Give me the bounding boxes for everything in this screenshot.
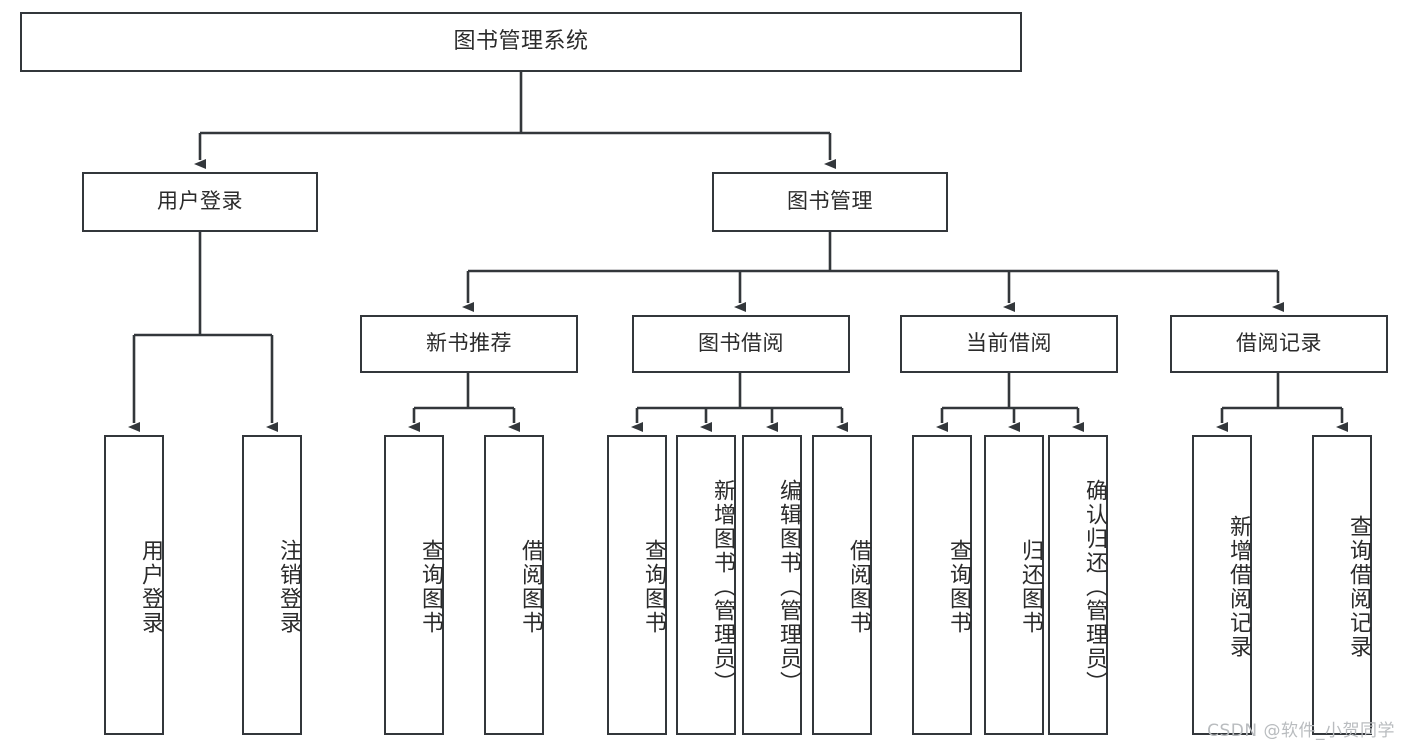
leaf-query-book-recommend[interactable]: 查询图书	[384, 435, 444, 735]
leaf-query-book-borrow[interactable]: 查询图书	[607, 435, 667, 735]
leaf-add-book-admin[interactable]: 新增图书（管理员）	[676, 435, 736, 735]
leaf-query-borrow-record[interactable]: 查询借阅记录	[1312, 435, 1372, 735]
leaf-borrow-book[interactable]: 借阅图书	[812, 435, 872, 735]
node-book-management[interactable]: 图书管理	[712, 172, 948, 232]
node-new-book-recommend[interactable]: 新书推荐	[360, 315, 578, 373]
leaf-edit-book-admin[interactable]: 编辑图书（管理员）	[742, 435, 802, 735]
leaf-confirm-return-admin[interactable]: 确认归还（管理员）	[1048, 435, 1108, 735]
node-user-login[interactable]: 用户登录	[82, 172, 318, 232]
node-book-borrow[interactable]: 图书借阅	[632, 315, 850, 373]
leaf-return-book[interactable]: 归还图书	[984, 435, 1044, 735]
leaf-query-book-current[interactable]: 查询图书	[912, 435, 972, 735]
node-current-borrow[interactable]: 当前借阅	[900, 315, 1118, 373]
watermark-credit: CSDN @软件_小贺同学	[1207, 721, 1395, 741]
leaf-borrow-book-recommend[interactable]: 借阅图书	[484, 435, 544, 735]
node-root-system[interactable]: 图书管理系统	[20, 12, 1022, 72]
node-borrow-records[interactable]: 借阅记录	[1170, 315, 1388, 373]
leaf-user-login[interactable]: 用户登录	[104, 435, 164, 735]
leaf-logout-login[interactable]: 注销登录	[242, 435, 302, 735]
leaf-add-borrow-record[interactable]: 新增借阅记录	[1192, 435, 1252, 735]
